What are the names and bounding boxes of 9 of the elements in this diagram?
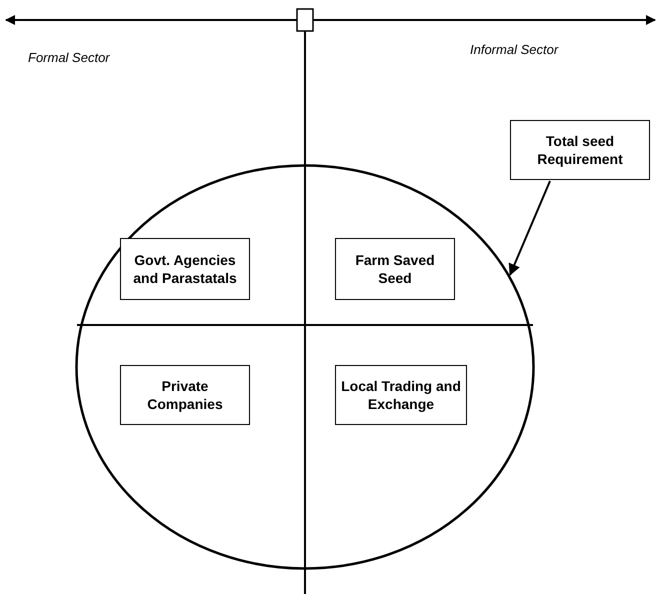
arrow [508,180,551,276]
text-box: Govt. Agencies and Parastatals [120,238,250,300]
text-box: Local Trading and Exchange [335,365,467,425]
axis-label: Formal Sector [28,50,110,65]
text-box: Total seed Requirement [510,120,650,180]
axis-label: Informal Sector [470,42,558,57]
text-box: Private Companies [120,365,250,425]
text-box: Farm Saved Seed [335,238,455,300]
circle [75,164,535,570]
